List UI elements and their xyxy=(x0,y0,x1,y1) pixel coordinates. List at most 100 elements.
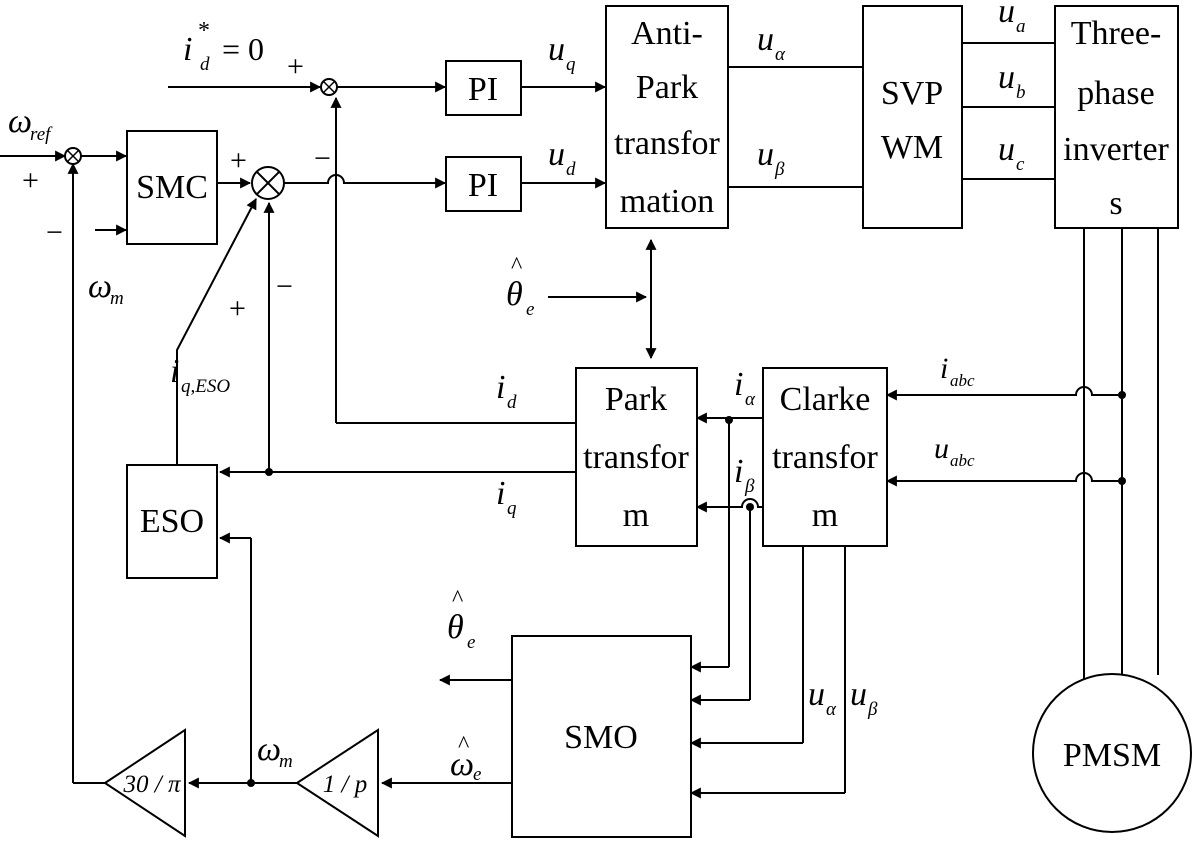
gain-1-over-p-label: 1 / p xyxy=(323,771,367,798)
i-abc-label: i abc xyxy=(940,352,975,390)
u-abc-label: u abc xyxy=(934,432,975,470)
inverter-label-line: Three- xyxy=(1071,15,1162,52)
smc-label: SMC xyxy=(136,169,208,206)
anti-park-block: Anti- Park transfor mation xyxy=(605,5,729,229)
clarke-label-line: Clarke xyxy=(780,381,871,418)
ub-label: u b xyxy=(998,59,1026,103)
i-beta-label: i β xyxy=(734,453,755,497)
omega-m-label: ω m xyxy=(257,731,293,772)
svg-text:θ: θ xyxy=(506,276,523,313)
inverter-label-line: inverter xyxy=(1063,131,1169,168)
svg-text:u: u xyxy=(998,131,1015,168)
svg-text:^: ^ xyxy=(452,586,463,612)
ud-label: u d xyxy=(548,136,576,180)
svg-text:^: ^ xyxy=(511,253,522,279)
svg-text:u: u xyxy=(850,676,867,713)
svg-text:i: i xyxy=(940,352,948,385)
svg-text:u: u xyxy=(757,21,774,58)
clarke-label-line: transfor xyxy=(772,439,878,476)
svg-text:ω: ω xyxy=(257,731,281,768)
svg-text:q: q xyxy=(566,54,576,75)
svg-text:ω: ω xyxy=(8,103,32,140)
smo-label: SMO xyxy=(564,719,638,756)
eso-label: ESO xyxy=(140,503,204,540)
pi-label: PI xyxy=(468,167,498,204)
gain-1-over-p: 1 / p xyxy=(295,728,379,838)
svg-text:u: u xyxy=(548,136,565,173)
u-beta-label: u β xyxy=(850,676,878,720)
svg-text:e: e xyxy=(467,632,475,653)
svg-text:i: i xyxy=(734,366,743,403)
svg-text:u: u xyxy=(808,676,825,713)
signal-wires xyxy=(0,42,1159,799)
svg-text:u: u xyxy=(548,31,565,68)
svpwm-label-line: SVP xyxy=(881,75,943,112)
svg-text:i: i xyxy=(496,475,505,512)
svg-text:θ: θ xyxy=(447,609,464,646)
speed-sum-junction xyxy=(64,147,82,165)
clarke-label-line: m xyxy=(812,497,838,534)
sum-signs: + − + − + + − xyxy=(22,50,331,325)
pi-block-q: PI xyxy=(445,60,522,116)
pi-label: PI xyxy=(468,71,498,108)
svg-text:i: i xyxy=(734,453,743,490)
svg-text:β: β xyxy=(867,699,878,720)
svg-text:q,ESO: q,ESO xyxy=(181,376,230,397)
park-label-line: m xyxy=(623,497,649,534)
iq-eso-label: i q,ESO xyxy=(170,353,230,397)
svg-text:α: α xyxy=(826,699,837,720)
svg-text:q: q xyxy=(507,498,517,519)
plus-sign: + xyxy=(230,144,247,177)
svg-text:m: m xyxy=(279,751,293,772)
svg-text:α: α xyxy=(775,44,786,65)
park-label-line: Park xyxy=(605,381,667,418)
anti-park-label-line: mation xyxy=(620,183,714,220)
theta-e-hat-label: ^ θ e xyxy=(506,253,534,320)
pmsm-label: PMSM xyxy=(1063,737,1161,774)
svg-text:m: m xyxy=(110,288,124,309)
inverter-label-line: phase xyxy=(1077,75,1154,112)
svg-text:abc: abc xyxy=(950,451,975,470)
svg-text:*: * xyxy=(198,18,210,44)
svg-text:^: ^ xyxy=(458,732,469,758)
eso-block: ESO xyxy=(126,464,218,579)
svg-text:u: u xyxy=(998,0,1015,30)
theta-e-hat-label: ^ θ e xyxy=(447,586,475,653)
svg-text:u: u xyxy=(757,136,774,173)
minus-sign: − xyxy=(46,216,63,249)
omega-m-label: ω m xyxy=(88,268,124,309)
omega-e-hat-label: ^ ω e xyxy=(450,732,481,785)
signal-labels: i * d = 0 ω ref ω m ω m u q u d xyxy=(8,0,1026,785)
omega-ref-label: ω ref xyxy=(8,103,53,145)
svg-text:u: u xyxy=(998,59,1015,96)
ua-label: u a xyxy=(998,0,1026,37)
svg-text:ref: ref xyxy=(30,124,53,145)
svg-text:b: b xyxy=(1016,82,1026,103)
iq-sum-junction xyxy=(251,166,285,200)
minus-sign: − xyxy=(314,142,331,175)
uq-label: u q xyxy=(548,31,576,75)
junction-dots xyxy=(247,391,1126,787)
anti-park-label-line: Park xyxy=(636,69,698,106)
svg-text:abc: abc xyxy=(950,371,975,390)
i-alpha-label: i α xyxy=(734,366,756,410)
uc-label: u c xyxy=(998,131,1025,175)
gain-30-over-pi-label: 30 / π xyxy=(123,771,182,798)
u-alpha-label: u α xyxy=(757,21,786,65)
id-sum-junction xyxy=(320,78,338,96)
id-label: i d xyxy=(496,369,517,413)
plus-sign: + xyxy=(229,292,246,325)
svg-text:i: i xyxy=(183,31,192,68)
smo-block: SMO xyxy=(511,635,692,838)
svg-text:i: i xyxy=(496,369,505,406)
id-ref-label: i * d = 0 xyxy=(183,18,264,75)
pmsm-motor: PMSM xyxy=(1032,673,1192,833)
clarke-block: Clarke transfor m xyxy=(762,367,888,547)
park-block: Park transfor m xyxy=(575,367,698,547)
plus-sign: + xyxy=(22,164,39,197)
svg-text:i: i xyxy=(170,353,179,390)
svg-text:α: α xyxy=(745,389,756,410)
minus-sign: − xyxy=(276,270,293,303)
gain-30-over-pi: 30 / π xyxy=(103,728,186,838)
